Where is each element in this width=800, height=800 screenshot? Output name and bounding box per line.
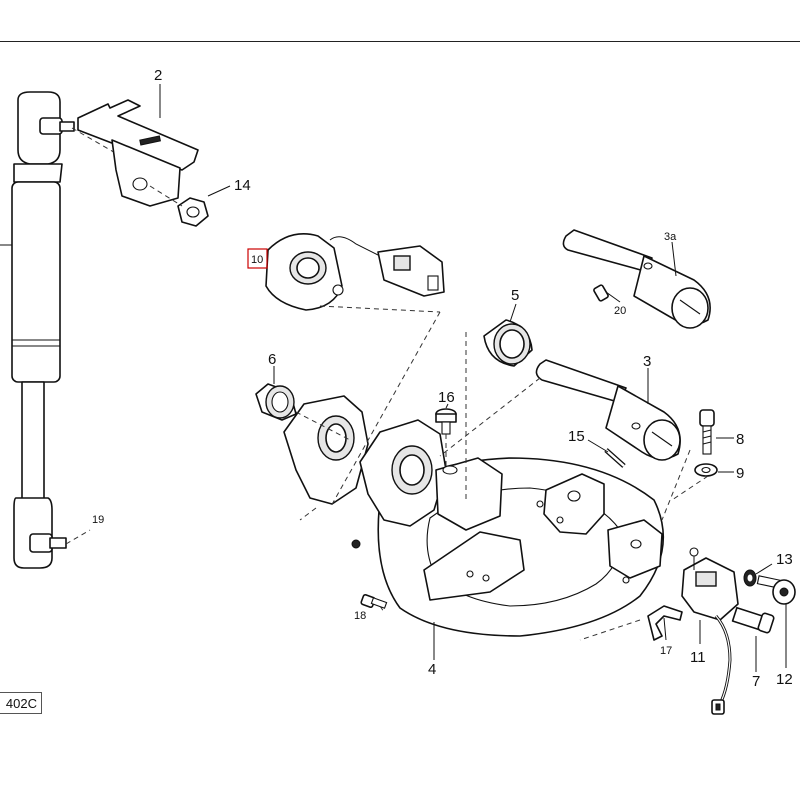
callout-2: 2 — [154, 67, 162, 84]
callout-20: 20 — [614, 305, 626, 317]
dash-leader — [65, 529, 91, 545]
callout-9: 9 — [736, 465, 744, 482]
dash-leader — [149, 185, 183, 207]
callout-5: 5 — [511, 287, 519, 304]
leader-line — [663, 617, 667, 641]
dash-leader — [71, 127, 125, 159]
reference-code-label: 402C — [0, 692, 42, 714]
callout-3a: 3a — [664, 231, 677, 243]
leader-line — [587, 439, 609, 453]
callout-15: 15 — [568, 428, 585, 445]
bracket-part — [77, 99, 199, 207]
bolt-8-part — [699, 409, 715, 455]
callout-12: 12 — [776, 671, 793, 688]
bushing-5-part — [483, 319, 533, 367]
callout-4: 4 — [428, 661, 436, 678]
callout-13: 13 — [776, 551, 793, 568]
leader-line — [509, 303, 517, 323]
clip-part — [647, 605, 683, 641]
washer-13-part — [743, 569, 757, 587]
highlight-box — [247, 248, 268, 269]
screw-18-part — [360, 594, 388, 609]
callout-17: 17 — [660, 645, 672, 657]
roll-pin-part — [604, 448, 626, 468]
leader-line — [605, 291, 621, 303]
washer-9-part — [694, 463, 718, 477]
switch-part — [681, 547, 739, 715]
gas-spring-part — [0, 91, 75, 569]
nut-part — [177, 197, 209, 227]
callout-6: 6 — [268, 351, 276, 368]
pivot-pin-3-part — [535, 359, 681, 461]
bushing-6-part — [255, 383, 297, 421]
callout-14: 14 — [234, 177, 251, 194]
pivot-pin-3a-part — [562, 229, 711, 329]
header-rule — [0, 41, 800, 42]
callout-7: 7 — [752, 673, 760, 690]
callout-18: 18 — [354, 610, 366, 622]
callout-3: 3 — [643, 353, 651, 370]
callout-16: 16 — [438, 389, 455, 406]
dash-leader — [319, 305, 441, 313]
callout-19: 19 — [92, 514, 104, 526]
leader-line — [671, 241, 677, 277]
screw-7-part — [731, 606, 775, 634]
screw-12-part — [756, 575, 796, 605]
callout-8: 8 — [736, 431, 744, 448]
screw-16-part — [435, 408, 457, 435]
callout-10: 10 — [251, 254, 263, 266]
leader-line — [207, 185, 231, 197]
leader-line — [445, 403, 449, 409]
callout-11: 11 — [690, 649, 706, 666]
tilt-housing-part — [283, 395, 665, 637]
position-sensor-part — [265, 233, 445, 311]
leader-line — [755, 563, 773, 575]
assembly-lines — [295, 311, 709, 641]
